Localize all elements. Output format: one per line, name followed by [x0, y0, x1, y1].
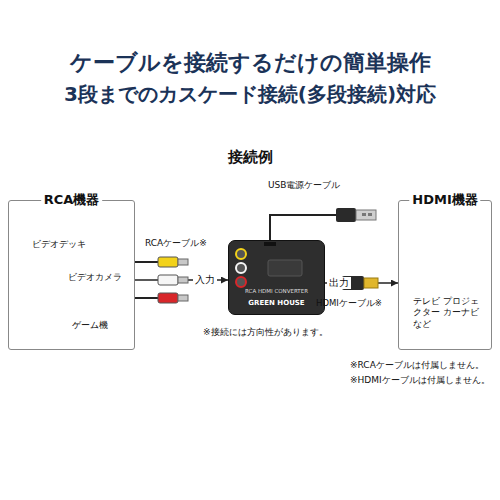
rca-jack [236, 263, 246, 273]
panel-heading: HDMI機器 [409, 192, 480, 208]
product-print: RCA HDMI CONVERTER [229, 288, 324, 295]
note: ※接続には方向性があります。 [203, 327, 328, 338]
title: ケーブルを接続するだけの簡単操作 [0, 50, 500, 76]
section-heading: 接続例 [0, 148, 500, 166]
cable-label: HDMIケーブル※ [316, 298, 382, 308]
cable-label: USB電源ケーブル [268, 180, 340, 191]
subtitle: 3段までのカスケード接続(多段接続)対応 [0, 82, 500, 106]
usb-cable [270, 208, 376, 240]
device-panel: HDMI機器テレビ プロジェクター カーナビなど [398, 200, 492, 350]
edge-label: 出力 [327, 277, 351, 289]
device-list: テレビ プロジェクター カーナビなど [413, 296, 483, 330]
rca-cable [135, 257, 188, 303]
device-label: ゲーム機 [72, 320, 108, 331]
cable-label: RCAケーブル※ [145, 238, 207, 249]
rca-jack [236, 277, 246, 287]
device-label: ビデオデッキ [32, 239, 86, 250]
brand-print: GREEN HOUSE [229, 299, 324, 307]
rca-jack [236, 249, 246, 259]
converter-face [268, 260, 302, 276]
edge-label: 入力 [193, 274, 217, 286]
usb-port [264, 242, 276, 246]
device-label: ビデオカメラ [68, 272, 122, 283]
note: ※RCAケーブルは付属しません。 [350, 360, 484, 371]
converter-box: RCA HDMI CONVERTER GREEN HOUSE [228, 240, 325, 315]
panel-heading: RCA機器 [41, 192, 103, 208]
note: ※HDMIケーブルは付属しません。 [350, 375, 490, 386]
